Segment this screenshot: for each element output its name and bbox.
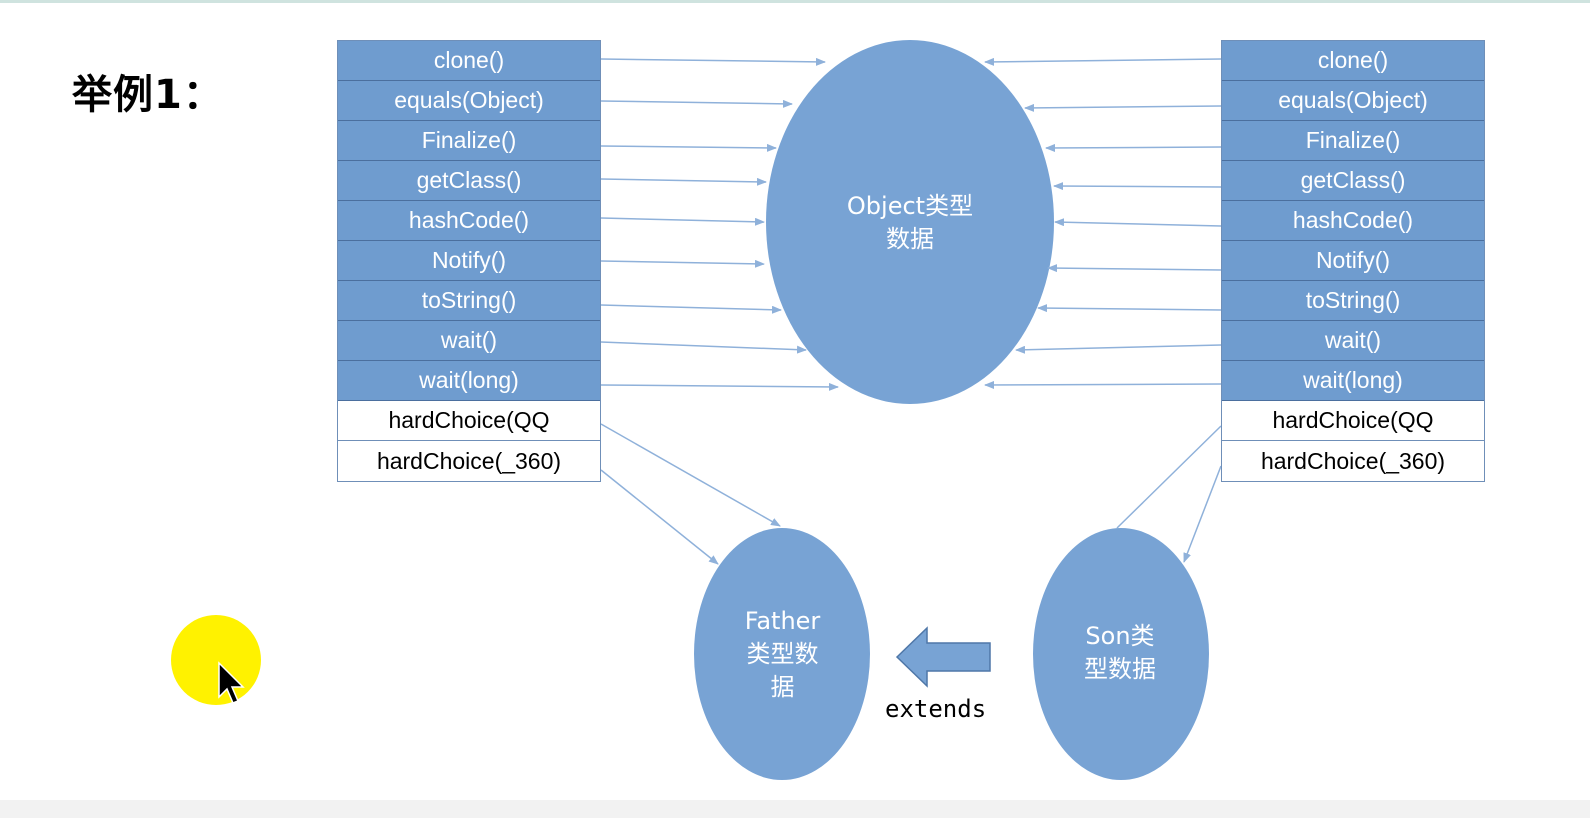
father-method-table: clone() equals(Object) Finalize() getCla… <box>337 40 601 482</box>
object-node <box>766 40 1054 404</box>
extends-arrow-icon <box>895 626 991 688</box>
inherited-method-row: clone() <box>338 41 600 81</box>
inherited-method-row: getClass() <box>1222 161 1484 201</box>
object-node-label: Object类型 数据 <box>770 190 1050 256</box>
own-method-row: hardChoice(_360) <box>1222 441 1484 481</box>
page-title: 举例1： <box>72 72 224 118</box>
inherited-method-row: equals(Object) <box>338 81 600 121</box>
father-node-label-line1: Father <box>744 607 821 635</box>
cursor-highlight <box>171 615 261 705</box>
own-method-arrows <box>600 423 1222 565</box>
inherited-method-row: Notify() <box>338 241 600 281</box>
inherited-method-row: hashCode() <box>338 201 600 241</box>
father-node-label: Father 类型数 据 <box>700 605 865 704</box>
own-method-row: hardChoice(QQ <box>338 401 600 441</box>
bottom-band <box>0 800 1590 818</box>
inherited-method-row: Finalize() <box>1222 121 1484 161</box>
left-inheritance-arrows <box>600 57 839 391</box>
son-node-label: Son类 型数据 <box>1040 620 1200 686</box>
father-node-label-line2: 类型数 <box>746 640 819 668</box>
father-node-label-line3: 据 <box>770 673 795 701</box>
inherited-method-row: getClass() <box>338 161 600 201</box>
top-border <box>0 0 1590 3</box>
inherited-method-row: wait() <box>338 321 600 361</box>
inherited-method-row: hashCode() <box>1222 201 1484 241</box>
son-node <box>1033 528 1209 780</box>
inherited-method-row: Notify() <box>1222 241 1484 281</box>
inherited-method-row: clone() <box>1222 41 1484 81</box>
own-method-row: hardChoice(QQ <box>1222 401 1484 441</box>
inherited-method-row: Finalize() <box>338 121 600 161</box>
inherited-method-row: wait(long) <box>338 361 600 401</box>
cursor-icon <box>218 661 245 704</box>
own-method-row: hardChoice(_360) <box>338 441 600 481</box>
inherited-method-row: wait(long) <box>1222 361 1484 401</box>
extends-label: extends <box>885 695 987 723</box>
inherited-method-row: toString() <box>338 281 600 321</box>
son-node-label-line1: Son类 <box>1085 622 1155 650</box>
son-method-table: clone() equals(Object) Finalize() getCla… <box>1221 40 1485 482</box>
object-node-label-line1: Object类型 <box>846 192 974 220</box>
object-node-label-line2: 数据 <box>886 225 934 253</box>
father-node <box>694 528 870 780</box>
son-node-label-line2: 型数据 <box>1084 655 1156 683</box>
right-inheritance-arrows <box>984 57 1222 389</box>
inherited-method-row: wait() <box>1222 321 1484 361</box>
inherited-method-row: equals(Object) <box>1222 81 1484 121</box>
inherited-method-row: toString() <box>1222 281 1484 321</box>
